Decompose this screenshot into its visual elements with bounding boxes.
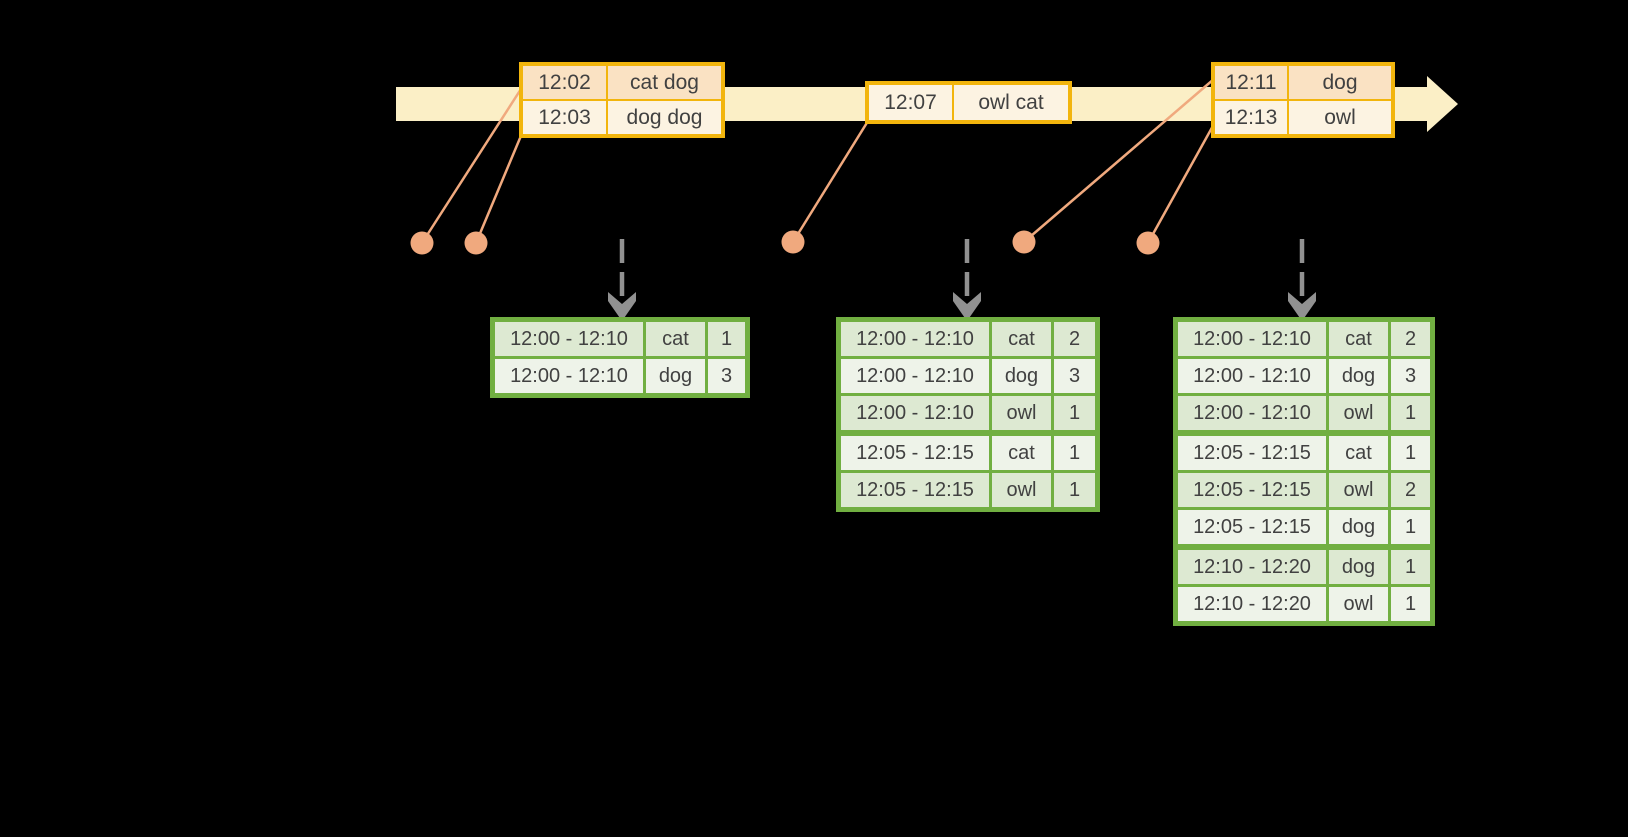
result-word-cell: dog (1326, 544, 1391, 587)
result-window-cell: 12:00 - 12:10 (491, 356, 646, 397)
result-count-cell: 1 (1051, 393, 1099, 435)
event-marker-dot (1136, 231, 1160, 255)
event-time-cell: 12:03 (520, 99, 608, 137)
result-window-cell: 12:10 - 12:20 (1174, 584, 1329, 625)
event-marker-dot (410, 231, 434, 255)
event-time-cell: 12:02 (520, 63, 608, 101)
table-row: 12:05 - 12:15 dog 1 (1174, 507, 1434, 549)
result-window-cell: 12:00 - 12:10 (1174, 356, 1329, 396)
result-table-3: 12:00 - 12:10 cat 2 12:00 - 12:10 dog 3 … (1173, 317, 1435, 626)
event-words-cell: owl cat (952, 82, 1071, 123)
table-row: 12:05 - 12:15 cat 1 (837, 430, 1099, 473)
result-window-cell: 12:10 - 12:20 (1174, 544, 1329, 587)
result-count-cell: 1 (1388, 507, 1434, 549)
event-time-cell: 12:11 (1212, 63, 1289, 101)
result-word-cell: owl (1326, 393, 1391, 435)
event-connector-line (791, 120, 870, 243)
trigger-arrow-head-icon (953, 292, 981, 321)
event-words-cell: dog (1287, 63, 1394, 101)
result-window-cell: 12:00 - 12:10 (1174, 393, 1329, 435)
result-word-cell: cat (989, 430, 1054, 473)
table-row: 12:05 - 12:15 cat 1 (1174, 430, 1434, 473)
result-count-cell: 2 (1388, 470, 1434, 510)
result-count-cell: 3 (1388, 356, 1434, 396)
result-count-cell: 3 (1051, 356, 1099, 396)
table-row: 12:00 - 12:10 dog 3 (491, 356, 749, 397)
event-words-cell: owl (1287, 99, 1394, 137)
result-window-cell: 12:00 - 12:10 (837, 393, 992, 435)
table-row: 12:07 owl cat (866, 82, 1071, 123)
result-window-cell: 12:00 - 12:10 (1174, 318, 1329, 359)
table-row: 12:10 - 12:20 dog 1 (1174, 544, 1434, 587)
event-time-cell: 12:07 (866, 82, 954, 123)
event-connector-line (1146, 123, 1216, 244)
result-word-cell: dog (989, 356, 1054, 396)
event-markers (410, 230, 1160, 255)
event-table-1: 12:02 cat dog 12:03 dog dog (519, 62, 725, 138)
result-window-cell: 12:05 - 12:15 (837, 430, 992, 473)
result-count-cell: 2 (1051, 318, 1099, 359)
event-table-3: 12:11 dog 12:13 owl (1211, 62, 1395, 138)
result-word-cell: owl (1326, 584, 1391, 625)
table-row: 12:05 - 12:15 owl 2 (1174, 470, 1434, 510)
result-count-cell: 2 (1388, 318, 1434, 359)
result-count-cell: 1 (1388, 584, 1434, 625)
result-word-cell: owl (1326, 470, 1391, 510)
table-row: 12:03 dog dog (520, 99, 724, 137)
result-word-cell: owl (989, 393, 1054, 435)
table-row: 12:10 - 12:20 owl 1 (1174, 584, 1434, 625)
result-table-1: 12:00 - 12:10 cat 1 12:00 - 12:10 dog 3 (490, 317, 750, 398)
result-window-cell: 12:00 - 12:10 (491, 318, 646, 359)
result-word-cell: cat (643, 318, 708, 359)
result-word-cell: dog (1326, 356, 1391, 396)
event-words-cell: cat dog (606, 63, 724, 101)
table-row: 12:02 cat dog (520, 63, 724, 101)
timeline-arrowhead-icon (1427, 76, 1458, 132)
result-window-cell: 12:05 - 12:15 (837, 470, 992, 511)
result-count-cell: 1 (1051, 470, 1099, 511)
result-word-cell: dog (1326, 507, 1391, 549)
result-count-cell: 1 (1388, 430, 1434, 473)
result-count-cell: 1 (1388, 544, 1434, 587)
event-connector-line (420, 88, 523, 244)
result-word-cell: cat (989, 318, 1054, 359)
result-word-cell: owl (989, 470, 1054, 511)
table-row: 12:00 - 12:10 dog 3 (837, 356, 1099, 396)
result-count-cell: 3 (705, 356, 749, 397)
result-window-cell: 12:00 - 12:10 (837, 356, 992, 396)
result-word-cell: cat (1326, 318, 1391, 359)
trigger-arrow-head-icon (608, 292, 636, 321)
event-time-cell: 12:13 (1212, 99, 1289, 137)
result-count-cell: 1 (1051, 430, 1099, 473)
result-window-cell: 12:05 - 12:15 (1174, 507, 1329, 549)
result-table-2: 12:00 - 12:10 cat 2 12:00 - 12:10 dog 3 … (836, 317, 1100, 512)
event-marker-dot (781, 230, 805, 254)
table-row: 12:13 owl (1212, 99, 1394, 137)
trigger-arrow-head-icon (1288, 292, 1316, 321)
event-table-2: 12:07 owl cat (865, 81, 1072, 124)
event-marker-dot (464, 231, 488, 255)
event-connectors (420, 78, 1216, 244)
event-words-cell: dog dog (606, 99, 724, 137)
result-count-cell: 1 (1388, 393, 1434, 435)
event-connector-line (1023, 78, 1215, 243)
result-word-cell: cat (1326, 430, 1391, 473)
result-word-cell: dog (643, 356, 708, 397)
table-row: 12:00 - 12:10 cat 1 (491, 318, 749, 359)
table-row: 12:00 - 12:10 dog 3 (1174, 356, 1434, 396)
table-row: 12:00 - 12:10 owl 1 (1174, 393, 1434, 435)
table-row: 12:11 dog (1212, 63, 1394, 101)
trigger-arrows (608, 239, 1316, 321)
table-row: 12:05 - 12:15 owl 1 (837, 470, 1099, 511)
table-row: 12:00 - 12:10 cat 2 (837, 318, 1099, 359)
table-row: 12:00 - 12:10 owl 1 (837, 393, 1099, 435)
event-connector-line (474, 130, 525, 244)
event-marker-dot (1012, 230, 1036, 254)
table-row: 12:00 - 12:10 cat 2 (1174, 318, 1434, 359)
result-count-cell: 1 (705, 318, 749, 359)
result-window-cell: 12:05 - 12:15 (1174, 470, 1329, 510)
result-window-cell: 12:00 - 12:10 (837, 318, 992, 359)
result-window-cell: 12:05 - 12:15 (1174, 430, 1329, 473)
